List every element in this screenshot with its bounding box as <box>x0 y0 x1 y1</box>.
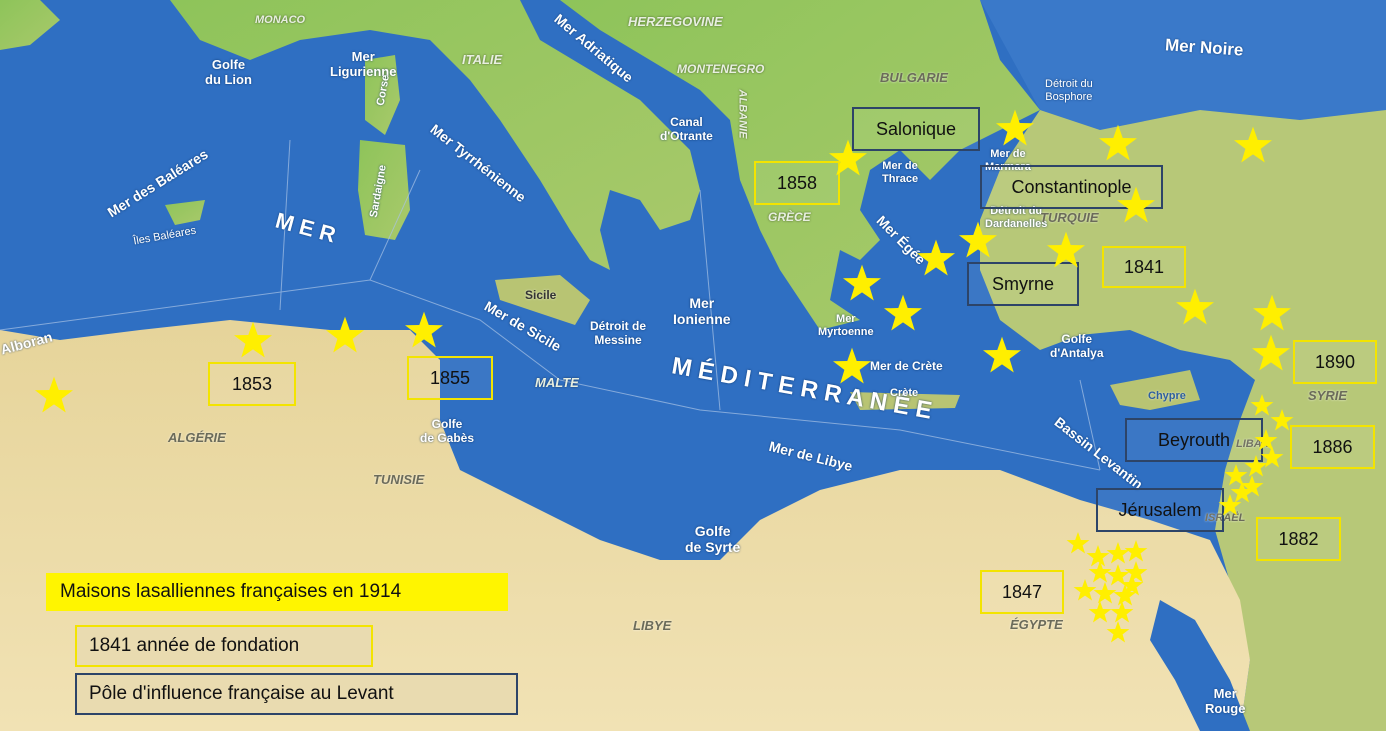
sea-label-mer-crete: Mer de Crète <box>870 359 943 373</box>
star-marker-icon <box>404 310 444 350</box>
land-label-egypte: ÉGYPTE <box>1010 617 1063 632</box>
land-label-chypre: Chypre <box>1148 390 1186 402</box>
star-marker-icon <box>1233 125 1273 165</box>
sea-label-detroit-messine: Détroit de Messine <box>590 319 647 347</box>
land-label-monaco: MONACO <box>255 14 306 26</box>
land-label-crete: Crète <box>890 387 919 399</box>
land-label-herzegovine: HERZEGOVINE <box>628 14 723 29</box>
star-marker-icon <box>1240 474 1264 498</box>
sea-label-golfe-gabes: Golfe de Gabès <box>420 417 475 445</box>
legend-pole-item: Pôle d'influence française au Levant <box>75 673 518 715</box>
pole-box-constantinople: Constantinople <box>980 165 1163 209</box>
star-marker-icon <box>916 238 956 278</box>
star-marker-icon <box>1093 581 1117 605</box>
land-label-malte: MALTE <box>535 375 579 390</box>
star-marker-icon <box>842 263 882 303</box>
star-marker-icon <box>1244 454 1268 478</box>
land-label-syrie: SYRIE <box>1308 388 1348 403</box>
star-marker-icon <box>1088 560 1112 584</box>
star-marker-icon <box>1260 445 1284 469</box>
star-marker-icon <box>1066 531 1090 555</box>
sea-label-mer-ligurienne: Mer Ligurienne <box>330 49 397 79</box>
pole-box-salonique: Salonique <box>852 107 980 151</box>
star-marker-icon <box>1113 583 1137 607</box>
land-label-bulgarie: BULGARIE <box>880 70 948 85</box>
land-label-tunisie: TUNISIE <box>373 472 425 487</box>
star-marker-icon <box>1046 230 1086 270</box>
land-label-turquie: TURQUIE <box>1040 210 1099 225</box>
sea-label-detroit-bosphore: Détroit du Bosphore <box>1045 78 1093 103</box>
pole-box-jerusalem: Jérusalem <box>1096 488 1224 532</box>
pole-box-beyrouth: Beyrouth <box>1125 418 1263 462</box>
star-marker-icon <box>1252 293 1292 333</box>
balkans-land <box>560 0 1040 330</box>
sea-label-mer-myrtoenne: Mer Myrtoenne <box>818 313 874 338</box>
year-box: 1853 <box>208 362 296 406</box>
land-label-albanie: ALBANIE <box>736 89 749 139</box>
star-marker-icon <box>958 220 998 260</box>
star-marker-icon <box>1124 539 1148 563</box>
sea-label-mer-ionienne: Mer Ionienne <box>673 295 731 328</box>
star-marker-icon <box>1120 573 1144 597</box>
sea-label-canal-otrante: Canal d'Otrante <box>660 115 713 143</box>
star-marker-icon <box>1124 560 1148 584</box>
pole-box-smyrne: Smyrne <box>967 262 1079 306</box>
sicily-island <box>495 275 590 325</box>
star-marker-icon <box>1254 428 1278 452</box>
year-box: 1858 <box>754 161 840 205</box>
star-marker-icon <box>1098 123 1138 163</box>
star-marker-icon <box>883 293 923 333</box>
land-label-sicile: Sicile <box>525 288 557 302</box>
star-marker-icon <box>1106 541 1130 565</box>
star-marker-icon <box>1106 563 1130 587</box>
star-marker-icon <box>1175 287 1215 327</box>
star-marker-icon <box>982 335 1022 375</box>
sea-label-mer-rouge: Mer Rouge <box>1205 686 1246 716</box>
star-marker-icon <box>1230 480 1254 504</box>
star-marker-icon <box>34 375 74 415</box>
corsica-island <box>365 55 400 135</box>
star-marker-icon <box>1088 600 1112 624</box>
star-marker-icon <box>1251 333 1291 373</box>
star-marker-icon <box>1086 544 1110 568</box>
year-box: 1855 <box>407 356 493 400</box>
star-marker-icon <box>1073 578 1097 602</box>
legend-year-item: 1841 année de fondation <box>75 625 373 667</box>
land-label-montenegro: MONTENEGRO <box>677 62 765 76</box>
star-marker-icon <box>995 108 1035 148</box>
star-marker-icon <box>832 346 872 386</box>
legend-title: Maisons lasalliennes françaises en 1914 <box>46 573 508 611</box>
sea-label-golfe-syrte: Golfe de Syrte <box>685 523 741 556</box>
star-marker-icon <box>1270 408 1294 432</box>
sea-label-mer-thrace: Mer de Thrace <box>882 160 919 185</box>
year-box: 1890 <box>1293 340 1377 384</box>
star-marker-icon <box>1110 600 1134 624</box>
baleares-island <box>165 200 205 225</box>
star-marker-icon <box>1116 185 1156 225</box>
crete-island <box>850 392 960 410</box>
star-marker-icon <box>1250 393 1274 417</box>
land-label-italie: ITALIE <box>462 52 503 67</box>
year-box: 1886 <box>1290 425 1375 469</box>
year-box: 1841 <box>1102 246 1186 288</box>
land-label-grece: GRÈCE <box>768 210 811 224</box>
land-label-israel: ISRAËL <box>1205 512 1246 524</box>
star-marker-icon <box>233 320 273 360</box>
land-label-libye: LIBYE <box>633 618 672 633</box>
land-label-algerie: ALGÉRIE <box>168 430 226 445</box>
sea-label-golfe-lion: Golfe du Lion <box>205 57 252 87</box>
star-marker-icon <box>1218 493 1242 517</box>
star-marker-icon <box>1224 463 1248 487</box>
sardinia-island <box>358 140 410 240</box>
cyprus-island <box>1110 370 1200 410</box>
sea-label-golfe-antalya: Golfe d'Antalya <box>1050 332 1104 360</box>
italy-land <box>170 0 700 270</box>
anatolia-levant-land <box>980 110 1386 731</box>
year-box: 1882 <box>1256 517 1341 561</box>
star-marker-icon <box>325 315 365 355</box>
year-box: 1847 <box>980 570 1064 614</box>
star-marker-icon <box>828 138 868 178</box>
star-marker-icon <box>1106 620 1130 644</box>
